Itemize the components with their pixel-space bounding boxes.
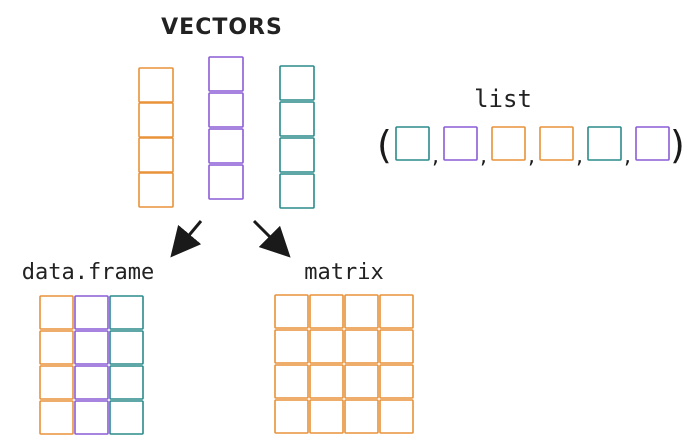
vector-3-cell: [279, 65, 315, 101]
list-close-paren: ): [670, 123, 685, 167]
list-open-paren: (: [377, 123, 392, 167]
matrix-cell: [274, 294, 309, 329]
data-frame-cell: [74, 330, 109, 365]
matrix-cell: [379, 364, 414, 399]
vector-1-cell: [138, 67, 174, 103]
vectors-group: [138, 56, 315, 209]
data-frame-cell: [109, 295, 144, 330]
data-frame-cell: [74, 365, 109, 400]
matrix-cell: [309, 294, 344, 329]
vector-1-cell: [138, 172, 174, 208]
list-item-cell: [635, 126, 670, 161]
arrow-to-data-frame: [170, 220, 203, 258]
list-item-cell: [395, 126, 430, 161]
list-item-cell: [443, 126, 478, 161]
arrow-to-matrix: [252, 219, 291, 258]
matrix-title: matrix: [304, 260, 383, 285]
list-comma: ,: [624, 144, 631, 169]
data-frame-cell: [39, 295, 74, 330]
matrix-cell: [344, 399, 379, 434]
matrix-cell: [274, 399, 309, 434]
matrix-cell: [344, 329, 379, 364]
list-comma: ,: [576, 144, 583, 169]
matrix-cell: [309, 329, 344, 364]
vector-2-cell: [208, 92, 244, 128]
vector-3-cell: [279, 101, 315, 137]
matrix-cell: [309, 364, 344, 399]
vector-3-cell: [279, 173, 315, 209]
data-frame-cell: [74, 400, 109, 435]
vector-1-cell: [138, 102, 174, 138]
matrix-cell: [309, 399, 344, 434]
list-comma: ,: [480, 144, 487, 169]
matrix-group: [274, 294, 414, 434]
list-group: ,,,,,: [395, 126, 670, 169]
matrix-cell: [344, 364, 379, 399]
data-frame-cell: [39, 365, 74, 400]
vector-3-cell: [279, 137, 315, 173]
data-frame-cell: [109, 365, 144, 400]
vector-2-cell: [208, 56, 244, 92]
data-frame-cell: [109, 330, 144, 365]
list-item-cell: [587, 126, 622, 161]
matrix-cell: [274, 364, 309, 399]
vectors-title: VECTORS: [161, 15, 283, 40]
list-item-cell: [491, 126, 526, 161]
matrix-cell: [379, 294, 414, 329]
list-item-cell: [539, 126, 574, 161]
matrix-cell: [379, 329, 414, 364]
data-frame-cell: [74, 295, 109, 330]
vector-1-cell: [138, 137, 174, 173]
matrix-cell: [379, 399, 414, 434]
data-frame-group: [39, 295, 144, 435]
data-frame-cell: [109, 400, 144, 435]
list-comma: ,: [528, 144, 535, 169]
matrix-cell: [344, 294, 379, 329]
data-frame-cell: [39, 400, 74, 435]
vector-2-cell: [208, 164, 244, 200]
data-frame-cell: [39, 330, 74, 365]
data-frame-title: data.frame: [22, 260, 154, 285]
matrix-cell: [274, 329, 309, 364]
vector-2-cell: [208, 128, 244, 164]
list-title: list: [474, 85, 532, 113]
list-comma: ,: [432, 144, 439, 169]
